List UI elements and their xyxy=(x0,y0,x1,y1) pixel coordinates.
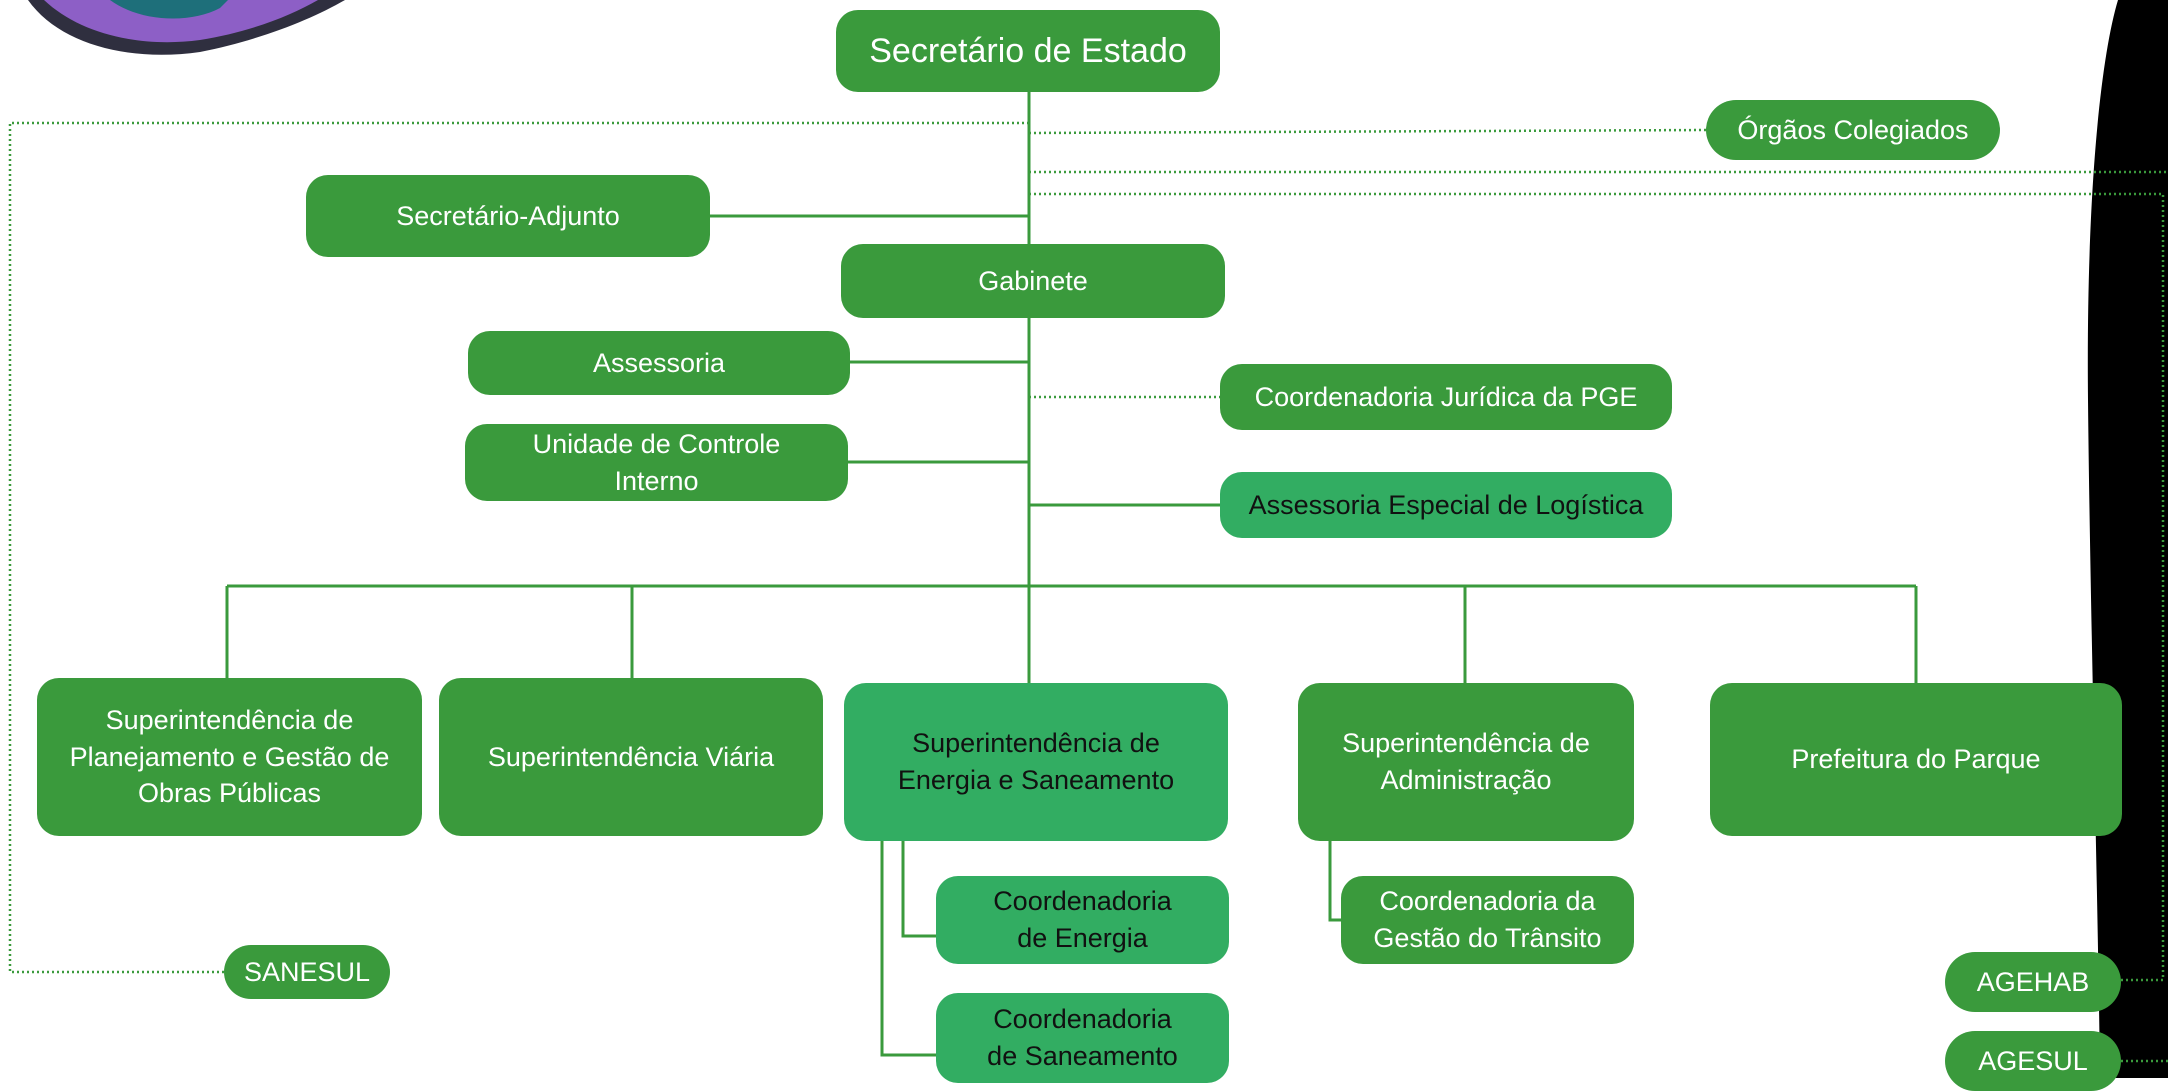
agehab-box[interactable]: AGEHAB xyxy=(1945,952,2121,1012)
dotted-connectors xyxy=(8,121,2168,1063)
sanesul-box[interactable]: SANESUL xyxy=(224,945,390,999)
assessoria-logistica-box[interactable]: Assessoria Especial de Logística xyxy=(1220,472,1672,538)
unidade-controle-interno-box[interactable]: Unidade de Controle Interno xyxy=(465,424,848,501)
agesul-box[interactable]: AGESUL xyxy=(1945,1031,2121,1091)
solid-connectors xyxy=(225,92,1918,1057)
black-side-panel xyxy=(2087,0,2168,1078)
prefeitura-parque-box[interactable]: Prefeitura do Parque xyxy=(1710,683,2122,836)
secretario-adjunto-box[interactable]: Secretário-Adjunto xyxy=(306,175,710,257)
gabinete-box[interactable]: Gabinete xyxy=(841,244,1225,318)
coordenadoria-juridica-box[interactable]: Coordenadoria Jurídica da PGE xyxy=(1220,364,1672,430)
sup-viaria-box[interactable]: Superintendência Viária xyxy=(439,678,823,836)
sup-administracao-box[interactable]: Superintendência de Administração xyxy=(1298,683,1634,841)
secretario-estado-box[interactable]: Secretário de Estado xyxy=(836,10,1220,92)
assessoria-box[interactable]: Assessoria xyxy=(468,331,850,395)
orgaos-colegiados-box[interactable]: Órgãos Colegiados xyxy=(1706,100,2000,160)
decorative-emblem-icon xyxy=(28,0,345,55)
coord-saneamento-box[interactable]: Coordenadoria de Saneamento xyxy=(936,993,1229,1083)
coord-energia-box[interactable]: Coordenadoria de Energia xyxy=(936,876,1229,964)
sup-planejamento-box[interactable]: Superintendência de Planejamento e Gestã… xyxy=(37,678,422,836)
coord-transito-box[interactable]: Coordenadoria da Gestão do Trânsito xyxy=(1341,876,1634,964)
sup-energia-saneamento-box[interactable]: Superintendência de Energia e Saneamento xyxy=(844,683,1228,841)
